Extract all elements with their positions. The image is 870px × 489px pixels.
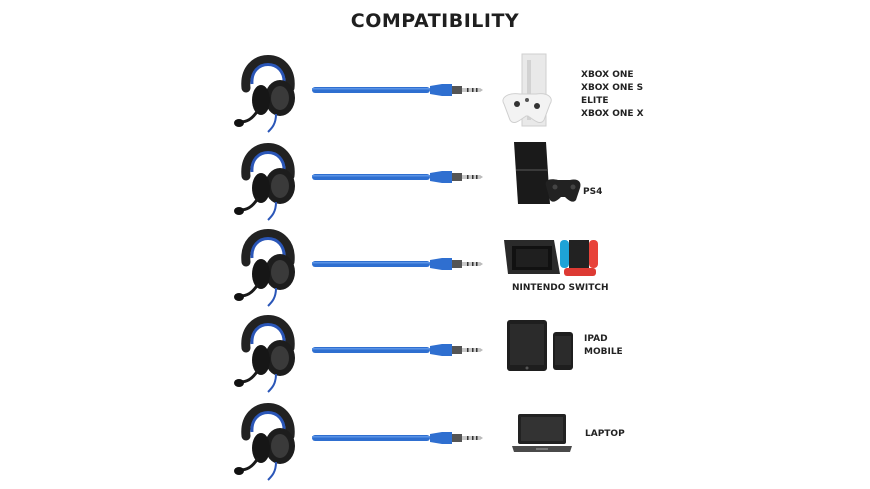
cable-with-plug-icon <box>312 84 483 96</box>
xbox-one-s-console-icon <box>502 53 552 127</box>
gaming-headset-icon <box>234 403 295 481</box>
cable-with-plug-icon <box>312 171 483 183</box>
device-label-ps4: PS4 <box>583 187 603 197</box>
device-label-laptop: LAPTOP <box>585 429 625 439</box>
laptop-icon <box>512 414 572 452</box>
cable-with-plug-icon <box>312 344 483 356</box>
gaming-headset-icon <box>234 55 295 133</box>
gaming-headset-icon <box>234 229 295 307</box>
nintendo-switch-console-icon <box>504 240 598 276</box>
cable-with-plug-icon <box>312 258 483 270</box>
gaming-headset-icon <box>234 315 295 393</box>
tablet-and-phone-icon <box>507 320 573 371</box>
ps4-console-icon <box>514 142 581 204</box>
page-title: COMPATIBILITY <box>350 10 520 32</box>
device-label-xbox: XBOX ONE XBOX ONE S ELITE XBOX ONE X <box>581 70 644 119</box>
gaming-headset-icon <box>234 143 295 221</box>
device-label-switch: NINTENDO SWITCH <box>512 283 609 293</box>
cable-with-plug-icon <box>312 432 483 444</box>
device-label-tablet-mobile: IPAD MOBILE <box>584 334 623 357</box>
